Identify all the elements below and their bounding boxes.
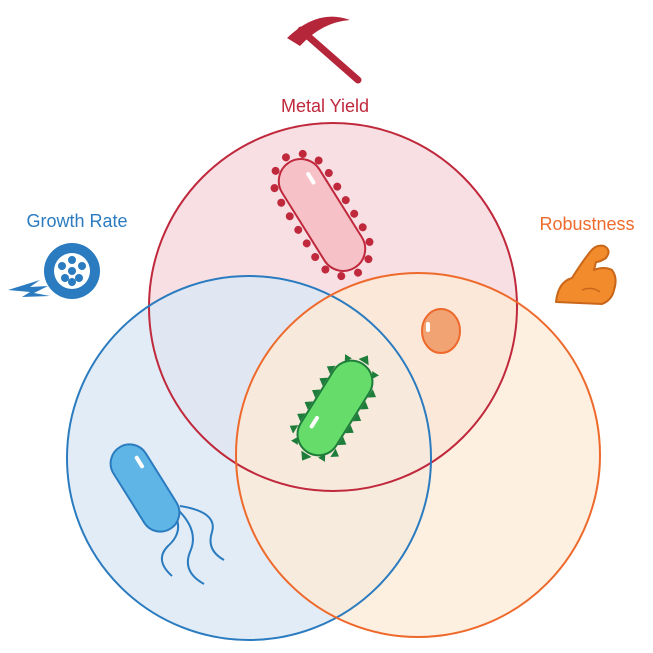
robust-cell: [421, 308, 461, 354]
metal-yield-label: Metal Yield: [281, 96, 369, 116]
flexed-arm-icon: [555, 244, 617, 305]
core-microbe: [289, 354, 379, 462]
robustness-circle-fill: [236, 273, 600, 637]
pickaxe-icon: [287, 16, 362, 84]
growth-microbe: [109, 443, 225, 585]
growth-rate-label: Growth Rate: [26, 211, 127, 231]
robustness-circle: [235, 272, 601, 638]
speeding-wheel-icon: [8, 243, 100, 299]
metal-yield-microbe: [270, 149, 374, 281]
robustness-label: Robustness: [539, 214, 634, 234]
circle-outlines: [66, 122, 601, 641]
growth-rate-circle: [66, 275, 432, 641]
